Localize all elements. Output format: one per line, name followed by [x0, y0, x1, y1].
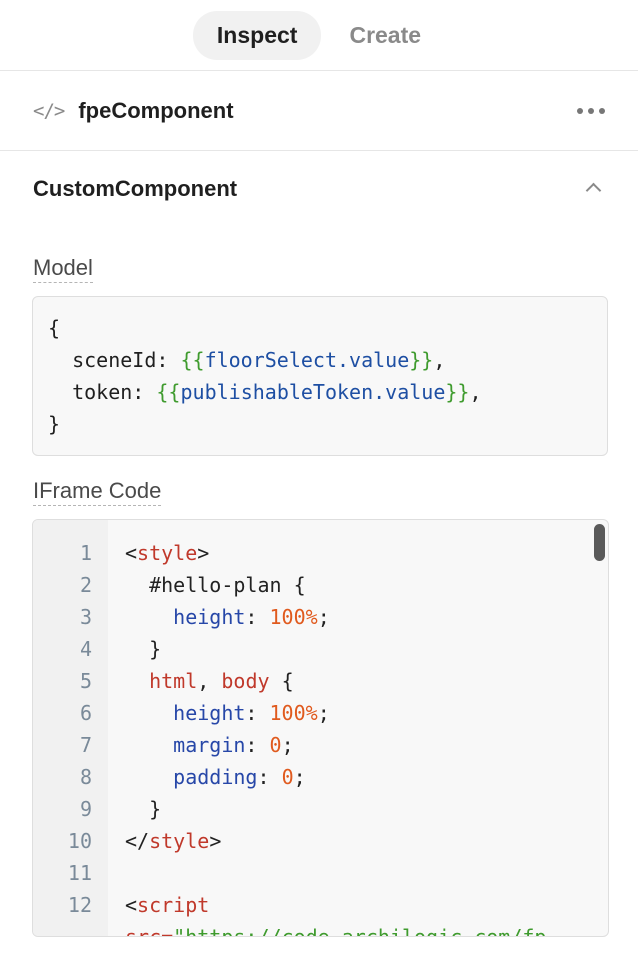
section-header[interactable]: CustomComponent — [0, 151, 638, 227]
iframe-code-label: IFrame Code — [33, 478, 162, 506]
code-icon: </> — [33, 99, 65, 122]
model-input[interactable]: { sceneId: {{floorSelect.value}}, token:… — [32, 296, 608, 456]
code-line: 1<style> — [79, 541, 210, 565]
more-icon[interactable] — [577, 100, 605, 122]
code-line: 2 #hello-plan { — [79, 573, 306, 597]
tab-inspect[interactable]: Inspect — [192, 10, 322, 60]
chevron-up-icon[interactable] — [585, 182, 602, 198]
code-line: src="https://code.archilogic.com/fp — [125, 925, 547, 937]
model-line-sceneid: sceneId: {{floorSelect.value}}, — [72, 348, 446, 372]
code-line: 7 margin: 0; — [79, 733, 294, 757]
code-line: 11 — [67, 861, 92, 885]
iframe-code-editor[interactable]: 1<style> 2 #hello-plan { 3 height: 100%;… — [32, 519, 609, 937]
code-line: 8 padding: 0; — [79, 765, 306, 789]
editor-scrollbar[interactable] — [594, 524, 605, 561]
tab-bar: Inspect Create — [0, 0, 638, 71]
component-header: </> fpeComponent — [0, 71, 638, 151]
section-title: CustomComponent — [33, 176, 238, 201]
model-label: Model — [33, 255, 93, 283]
code-line: 5 html, body { — [79, 669, 294, 693]
line-number-gutter — [33, 520, 108, 936]
code-line: 3 height: 100%; — [79, 605, 330, 629]
model-line-token: token: {{publishableToken.value}}, — [72, 380, 482, 404]
code-line: 10</style> — [67, 829, 222, 853]
component-name[interactable]: fpeComponent — [78, 97, 234, 123]
model-line-close: } — [48, 412, 61, 436]
model-line-open: { — [48, 316, 61, 340]
code-line: 9 } — [79, 797, 162, 821]
code-line: 12<script — [67, 893, 210, 917]
code-line: 6 height: 100%; — [79, 701, 330, 725]
tab-create[interactable]: Create — [349, 21, 422, 48]
code-line: 4 } — [79, 637, 162, 661]
